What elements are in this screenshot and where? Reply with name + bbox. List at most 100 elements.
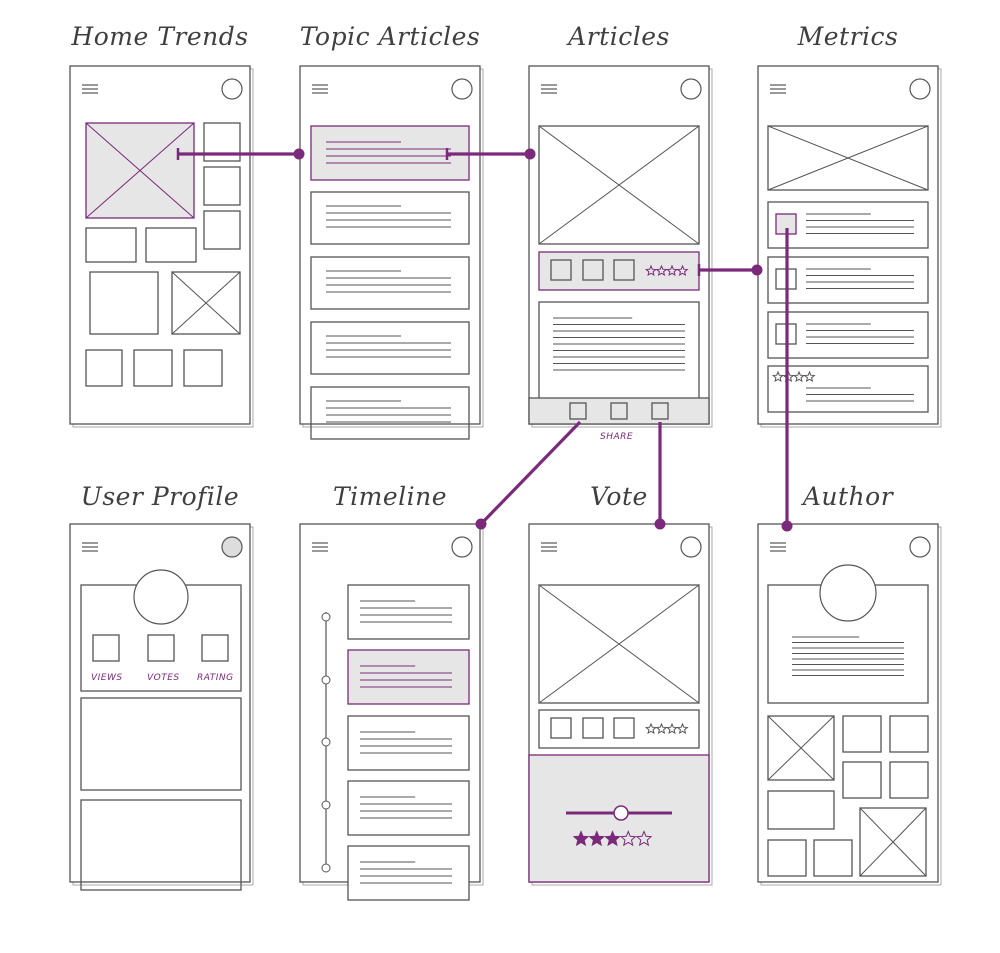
home-thumb	[203, 210, 241, 250]
image-placeholder-icon	[85, 122, 195, 219]
profile-circle-icon	[221, 536, 243, 558]
profile-circle-icon	[451, 536, 473, 558]
home-tile	[145, 227, 197, 263]
image-placeholder-icon	[859, 807, 927, 877]
link-dot	[293, 148, 305, 160]
home-thumb	[203, 122, 241, 162]
star-icon	[655, 722, 668, 735]
screen-title-articles: Articles	[568, 22, 670, 51]
link-share-timeline	[479, 420, 582, 526]
star-icon	[572, 830, 590, 847]
author-tile	[767, 839, 807, 877]
star-icon	[803, 370, 816, 383]
screen-title-author: Author	[802, 482, 894, 511]
link-dot	[781, 520, 793, 532]
screen-title-vote: Vote	[590, 482, 648, 511]
home-tile	[85, 227, 137, 263]
profile-circle-icon	[680, 78, 702, 100]
votes-label: VOTES	[147, 673, 180, 683]
stat-box	[92, 634, 120, 662]
star-icon	[588, 830, 606, 847]
author-image-tile	[859, 807, 927, 877]
topic-card	[310, 386, 470, 440]
stat-box	[147, 634, 175, 662]
image-placeholder-icon	[767, 125, 929, 191]
topic-card	[310, 256, 470, 310]
share-label: SHARE	[600, 432, 634, 442]
screen-title-home: Home Trends	[71, 22, 249, 51]
views-label: VIEWS	[91, 673, 123, 683]
topic-card	[310, 321, 470, 375]
avatar-circle	[133, 569, 189, 625]
author-image-tile	[767, 715, 835, 781]
home-thumb	[203, 166, 241, 206]
action-button	[613, 259, 635, 281]
screen-title-timeline: Timeline	[332, 482, 448, 511]
screen-title-profile: User Profile	[80, 482, 240, 511]
star-icon	[771, 370, 785, 383]
timeline-dot	[321, 675, 331, 685]
metrics-row	[767, 365, 929, 413]
star-icon	[676, 722, 689, 735]
star-icon	[604, 830, 621, 847]
action-button	[550, 259, 572, 281]
timeline-dot	[321, 863, 331, 873]
metrics-image	[767, 125, 929, 191]
author-tile	[889, 715, 929, 753]
author-tile	[842, 715, 882, 753]
link-dot	[524, 148, 536, 160]
author-tile	[842, 761, 882, 799]
profile-circle-icon	[680, 536, 702, 558]
star-icon	[635, 830, 653, 847]
action-button	[582, 259, 604, 281]
vote-image	[538, 584, 700, 704]
phone-home	[69, 65, 251, 425]
timeline-dot	[321, 800, 331, 810]
share-bar	[528, 397, 710, 425]
star-icon	[655, 264, 668, 277]
image-placeholder-icon	[538, 125, 700, 245]
profile-panel	[80, 697, 242, 791]
vote-slider-handle	[613, 805, 629, 821]
link-dot	[751, 264, 763, 276]
article-image	[538, 125, 700, 245]
profile-circle-icon	[909, 78, 931, 100]
rating-label: RATING	[197, 673, 234, 683]
star-icon	[665, 722, 679, 735]
share-button	[651, 402, 669, 420]
home-tile	[89, 271, 159, 335]
link-dot	[475, 518, 487, 530]
action-button	[582, 717, 604, 739]
author-avatar	[819, 564, 877, 622]
screen-title-topic: Topic Articles	[299, 22, 481, 51]
image-placeholder-icon	[171, 271, 241, 335]
metrics-row	[767, 256, 929, 304]
topic-card	[310, 191, 470, 245]
profile-panel	[80, 799, 242, 891]
author-tile	[889, 761, 929, 799]
star-icon	[644, 264, 658, 277]
image-placeholder-icon	[767, 715, 835, 781]
star-icon	[792, 370, 806, 383]
phone-metrics	[757, 65, 939, 425]
timeline-card	[347, 845, 470, 901]
image-placeholder-icon	[538, 584, 700, 704]
home-tile	[85, 349, 123, 387]
star-icon	[665, 264, 679, 277]
profile-circle-icon	[909, 536, 931, 558]
action-button	[613, 717, 635, 739]
home-image-tile	[171, 271, 241, 335]
topic-card-highlight	[310, 125, 470, 181]
profile-circle-icon	[221, 78, 243, 100]
timeline-card	[347, 584, 470, 640]
metrics-row	[767, 311, 929, 359]
star-icon	[644, 722, 658, 735]
phone-topic	[299, 65, 481, 425]
screen-title-metrics: Metrics	[797, 22, 899, 51]
vote-actions	[538, 709, 700, 749]
author-tile	[767, 790, 835, 830]
home-tile	[183, 349, 223, 387]
share-button	[569, 402, 587, 420]
